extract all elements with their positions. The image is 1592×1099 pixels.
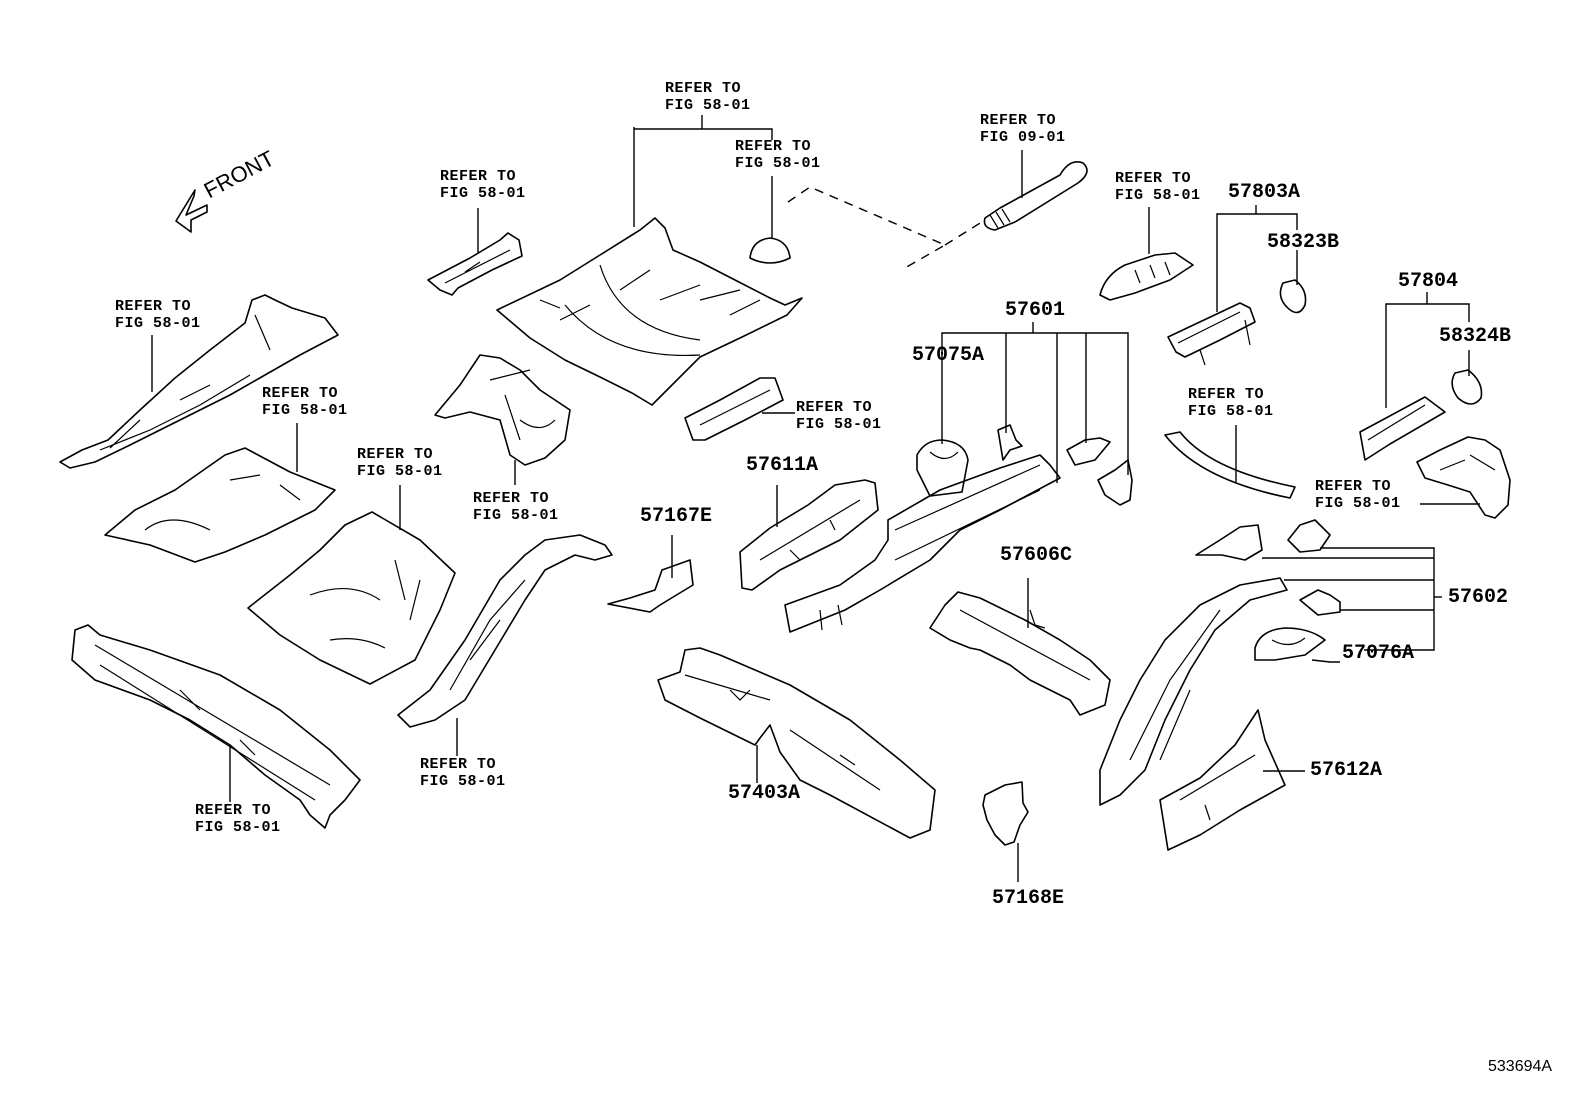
part-57804[interactable]: [1359, 396, 1446, 461]
part-57602-bracket-a[interactable]: [1195, 524, 1263, 561]
part-57601-bracket-a[interactable]: [997, 424, 1023, 461]
part-front-floor-pan[interactable]: [104, 447, 336, 563]
front-arrow-icon: [175, 189, 208, 233]
part-number-57601[interactable]: 57601: [1005, 299, 1066, 322]
part-number-57611A[interactable]: 57611A: [746, 454, 819, 477]
part-number-57602[interactable]: 57602: [1448, 586, 1509, 609]
part-jack-handle[interactable]: [983, 161, 1088, 231]
part-57612A[interactable]: [1159, 709, 1286, 851]
leader-bracket: [1385, 303, 1470, 408]
part-57403A[interactable]: [657, 647, 936, 839]
part-57076A[interactable]: [1254, 627, 1326, 661]
part-rear-floor-pan-lower[interactable]: [247, 511, 456, 685]
part-side-member-lower-left[interactable]: [71, 624, 361, 829]
part-57601-bracket-b[interactable]: [1066, 437, 1111, 466]
part-number-57803A[interactable]: 57803A: [1228, 181, 1301, 204]
part-number-57076A[interactable]: 57076A: [1342, 642, 1415, 665]
part-number-57167E[interactable]: 57167E: [640, 505, 713, 528]
leader-bracket: [941, 332, 1129, 475]
part-57611A[interactable]: [739, 479, 879, 591]
part-floor-reinforcement-small[interactable]: [427, 232, 523, 296]
part-57602-bracket-c[interactable]: [1299, 589, 1341, 616]
part-rear-floor-pan[interactable]: [496, 217, 803, 406]
part-number-57804[interactable]: 57804: [1398, 270, 1459, 293]
part-tunnel-bracket[interactable]: [434, 354, 571, 466]
dashed-locator-line: [944, 219, 986, 246]
part-57803A[interactable]: [1167, 302, 1256, 366]
part-57075A[interactable]: [916, 439, 969, 497]
part-bracket-top-right[interactable]: [1099, 252, 1194, 301]
part-wheelhouse-right[interactable]: [1416, 436, 1511, 519]
part-hole-plug[interactable]: [749, 237, 791, 264]
part-58323B[interactable]: [1279, 279, 1307, 314]
part-57602-inner-rail[interactable]: [1099, 577, 1288, 806]
leader-bracket: [1216, 213, 1298, 312]
part-number-57168E[interactable]: 57168E: [992, 887, 1065, 910]
figure-id: 533694A: [1488, 1058, 1553, 1075]
part-57601-side-member[interactable]: [784, 454, 1061, 633]
part-57601-bracket-c[interactable]: [1097, 459, 1133, 506]
part-curved-strip[interactable]: [1164, 431, 1296, 499]
part-58324B[interactable]: [1451, 369, 1483, 405]
part-57602-bracket-b[interactable]: [1287, 519, 1331, 553]
part-left-side-rail[interactable]: [59, 294, 339, 469]
part-number-57075A[interactable]: 57075A: [912, 344, 985, 367]
part-57168E[interactable]: [982, 781, 1029, 846]
dashed-locator-line: [787, 186, 947, 269]
part-number-58323B[interactable]: 58323B: [1267, 231, 1340, 254]
leader-line: [1311, 659, 1340, 663]
part-number-57403A[interactable]: 57403A: [728, 782, 801, 805]
part-floor-reinforcement-small-2[interactable]: [684, 377, 784, 441]
part-number-57606C[interactable]: 57606C: [1000, 544, 1073, 567]
part-number-57612A[interactable]: 57612A: [1310, 759, 1383, 782]
leader-bracket: [634, 128, 773, 140]
part-rear-rail-curve[interactable]: [397, 534, 613, 728]
part-57167E[interactable]: [607, 559, 694, 613]
part-57606C[interactable]: [929, 591, 1111, 716]
part-number-58324B[interactable]: 58324B: [1439, 325, 1512, 348]
leader-bracket: [1320, 547, 1435, 651]
